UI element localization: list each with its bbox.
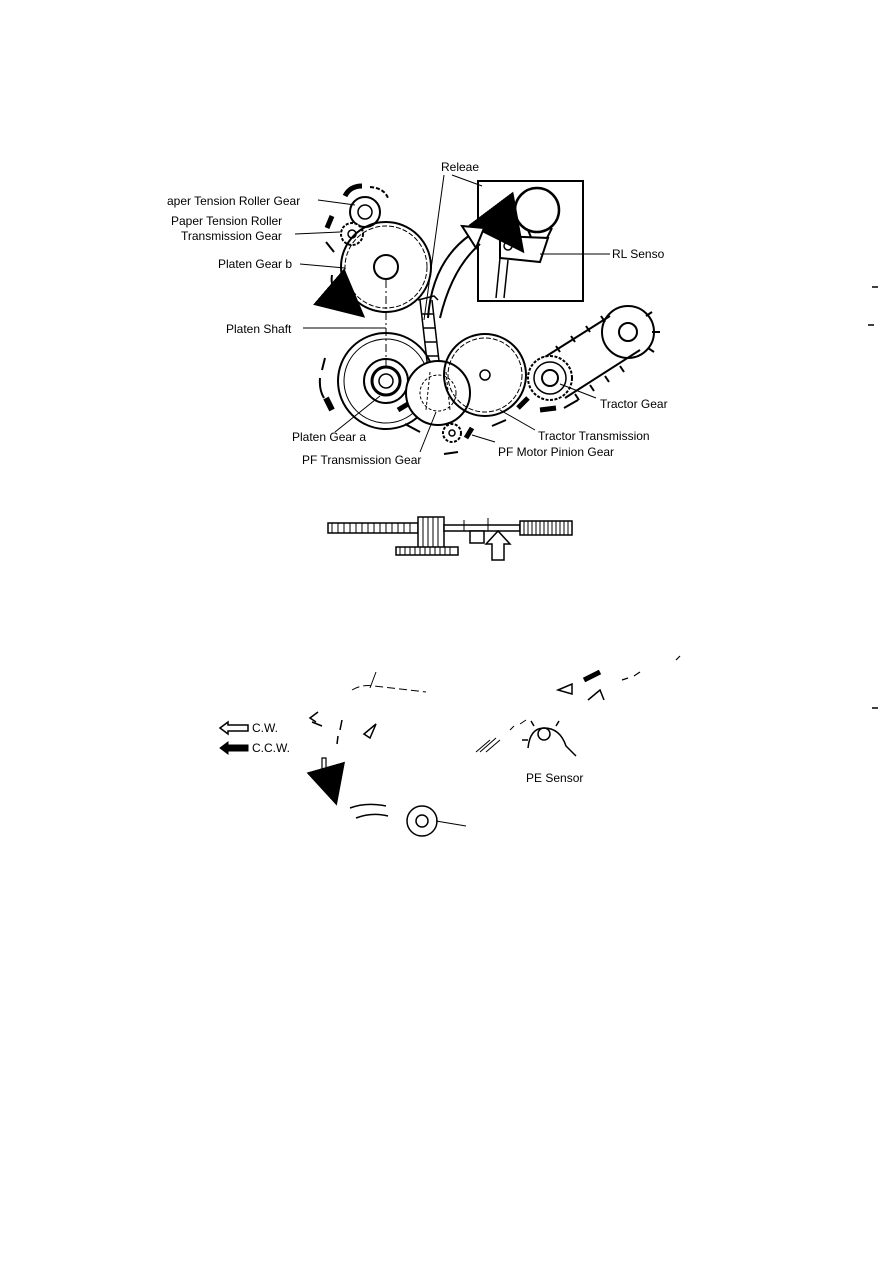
label-pf-motor-pinion-gear: PF Motor Pinion Gear: [498, 445, 614, 459]
tractor-gear: [527, 355, 573, 401]
label-platen-shaft: Platen Shaft: [226, 322, 292, 336]
label-pe-sensor: PE Sensor: [526, 771, 583, 785]
legend-cw: C.W.: [252, 721, 278, 735]
label-platen-gear-b: Platen Gear b: [218, 257, 292, 271]
ccw-filled-arrow-icon: [219, 741, 249, 755]
rl-sensor-assembly: [468, 180, 584, 302]
label-rl-sensor: RL Senso: [612, 247, 665, 261]
label-release: Releae: [441, 160, 479, 174]
release-arrow-head: [460, 224, 486, 251]
paper-tension-roller-transmission-gear: [340, 222, 364, 246]
lower-fragment: [306, 286, 878, 837]
label-tractor-gear: Tractor Gear: [600, 397, 668, 411]
tractor-transmission-gear: [443, 333, 527, 417]
pf-motor-pinion-gear: [442, 423, 462, 443]
pf-transmission-gear: [405, 360, 471, 426]
label-tractor-transmission: Tractor Transmission: [538, 429, 650, 443]
label-platen-gear-a: Platen Gear a: [292, 430, 366, 444]
release-lever: [417, 295, 441, 371]
legend-ccw: C.C.W.: [252, 741, 290, 755]
gear-side-view: [327, 516, 573, 561]
leader-lines: [294, 199, 610, 453]
tractor-belt: [536, 305, 660, 401]
label-paper-tension-roller-tx-1: Paper Tension Roller: [171, 214, 282, 228]
label-paper-tension-roller-tx-2: Transmission Gear: [181, 229, 282, 243]
label-pf-transmission-gear: PF Transmission Gear: [302, 453, 421, 467]
cw-outline-arrow-icon: [218, 720, 249, 736]
release-arrow: [427, 234, 471, 319]
label-paper-tension-roller-gear: aper Tension Roller Gear: [167, 194, 300, 208]
rotation-legend: C.W. C.C.W.: [218, 720, 290, 755]
